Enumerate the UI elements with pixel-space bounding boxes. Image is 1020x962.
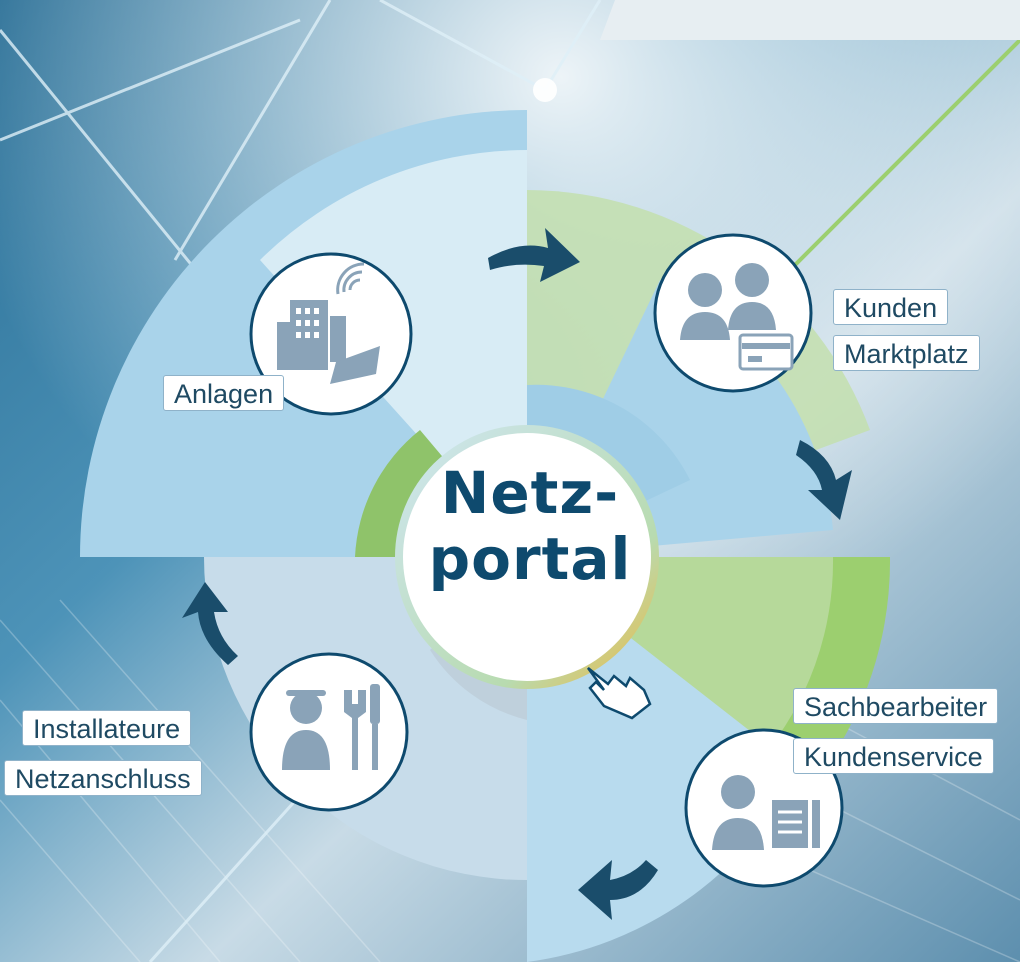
top-banner bbox=[600, 0, 1020, 40]
label-marktplatz[interactable]: Marktplatz bbox=[833, 335, 980, 371]
customers-card-icon[interactable] bbox=[653, 233, 813, 393]
arrow-top bbox=[488, 228, 580, 282]
arrow-right bbox=[796, 440, 852, 520]
center-circle[interactable] bbox=[403, 433, 651, 681]
center-title-line1: Netz- bbox=[440, 459, 620, 527]
arrow-bottom bbox=[578, 860, 658, 920]
flow-arrows bbox=[182, 228, 852, 920]
network-node bbox=[533, 78, 557, 102]
label-kundenservice[interactable]: Kundenservice bbox=[793, 738, 994, 774]
installer-tools-icon[interactable] bbox=[249, 652, 409, 812]
arrow-left bbox=[182, 582, 238, 665]
label-sachbearbeiter[interactable]: Sachbearbeiter bbox=[793, 688, 999, 724]
label-anlagen[interactable]: Anlagen bbox=[163, 375, 285, 411]
center-title[interactable]: Netz- portal bbox=[400, 460, 660, 680]
label-netzanschluss[interactable]: Netzanschluss bbox=[4, 760, 202, 796]
hand-cursor-icon bbox=[586, 667, 652, 720]
building-solar-icon[interactable] bbox=[249, 252, 413, 416]
center-title-line2: portal bbox=[428, 525, 632, 593]
label-installateure[interactable]: Installateure bbox=[22, 710, 192, 746]
label-kunden[interactable]: Kunden bbox=[833, 289, 949, 325]
